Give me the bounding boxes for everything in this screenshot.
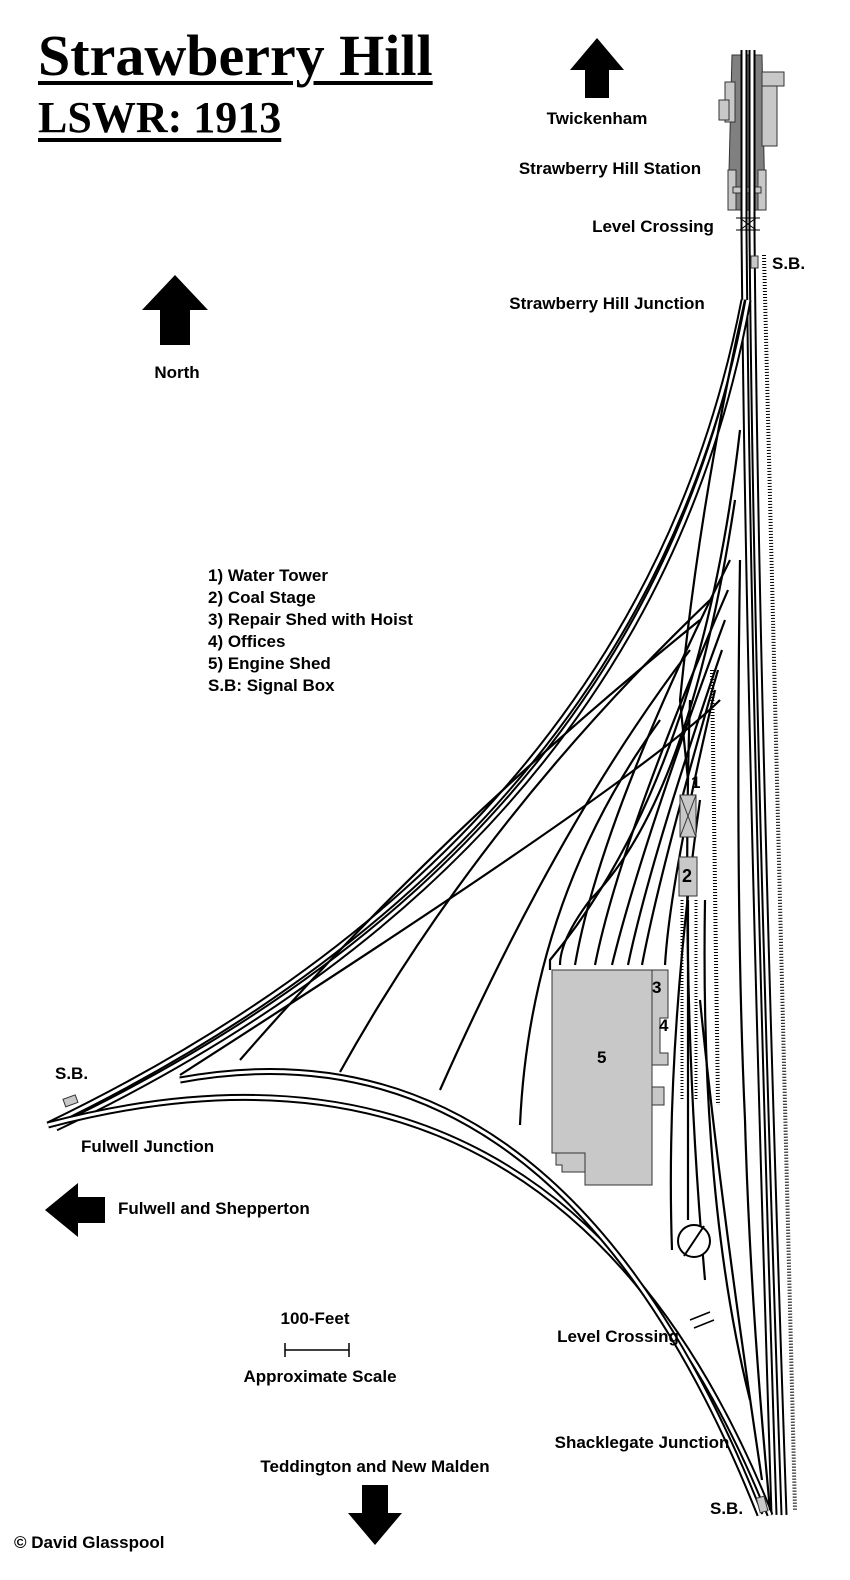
north-arrow-icon: [142, 275, 208, 345]
signal-box-south: [755, 1495, 769, 1514]
label-fulwell-junction: Fulwell Junction: [81, 1137, 215, 1156]
label-building-2: 2: [682, 866, 693, 886]
label-twickenham: Twickenham: [546, 109, 648, 128]
label-level-crossing-south: Level Crossing: [557, 1327, 679, 1346]
copyright: © David Glasspool: [14, 1533, 165, 1552]
map-subtitle: LSWR: 1913: [38, 93, 282, 142]
label-sb-west: S.B.: [55, 1064, 89, 1083]
repair-shed-and-offices: [651, 969, 669, 1066]
scale-bar: [284, 1343, 350, 1357]
legend-item: S.B: Signal Box: [208, 676, 335, 695]
turntable: [677, 1224, 711, 1258]
legend-item: 2) Coal Stage: [208, 588, 316, 607]
label-teddington: Teddington and New Malden: [260, 1457, 490, 1476]
level-crossing-north: [736, 217, 760, 231]
legend-item: 1) Water Tower: [208, 566, 328, 585]
arrow-down-teddington-icon: [348, 1485, 402, 1545]
label-scale: Approximate Scale: [243, 1367, 397, 1386]
signal-box-north: [750, 255, 759, 269]
tracks: [46, 50, 797, 1517]
signal-box-west: [62, 1094, 79, 1108]
coal-stage: [678, 856, 698, 897]
label-building-5: 5: [597, 1048, 607, 1067]
label-fulwell-shepperton: Fulwell and Shepperton: [118, 1199, 310, 1218]
label-building-1: 1: [691, 773, 701, 792]
label-strawberry-hill-junction: Strawberry Hill Junction: [509, 294, 705, 313]
legend-item: 5) Engine Shed: [208, 654, 331, 673]
label-scale-value: 100-Feet: [280, 1309, 350, 1328]
map-title: Strawberry Hill: [38, 23, 433, 88]
label-building-3: 3: [652, 978, 662, 997]
legend-item: 4) Offices: [208, 632, 286, 651]
level-crossing-south: [689, 1311, 715, 1329]
arrow-left-fulwell-icon: [45, 1183, 105, 1237]
arrow-up-twickenham-icon: [570, 38, 624, 98]
label-sb-north: S.B.: [772, 254, 806, 273]
label-sb-south: S.B.: [710, 1499, 744, 1518]
legend: 1) Water Tower 2) Coal Stage 3) Repair S…: [208, 565, 413, 697]
label-station: Strawberry Hill Station: [518, 159, 702, 178]
label-building-4: 4: [659, 1016, 669, 1035]
label-shacklegate-junction: Shacklegate Junction: [554, 1433, 730, 1452]
label-level-crossing-north: Level Crossing: [592, 217, 714, 236]
label-north: North: [154, 363, 200, 382]
legend-item: 3) Repair Shed with Hoist: [208, 610, 413, 629]
